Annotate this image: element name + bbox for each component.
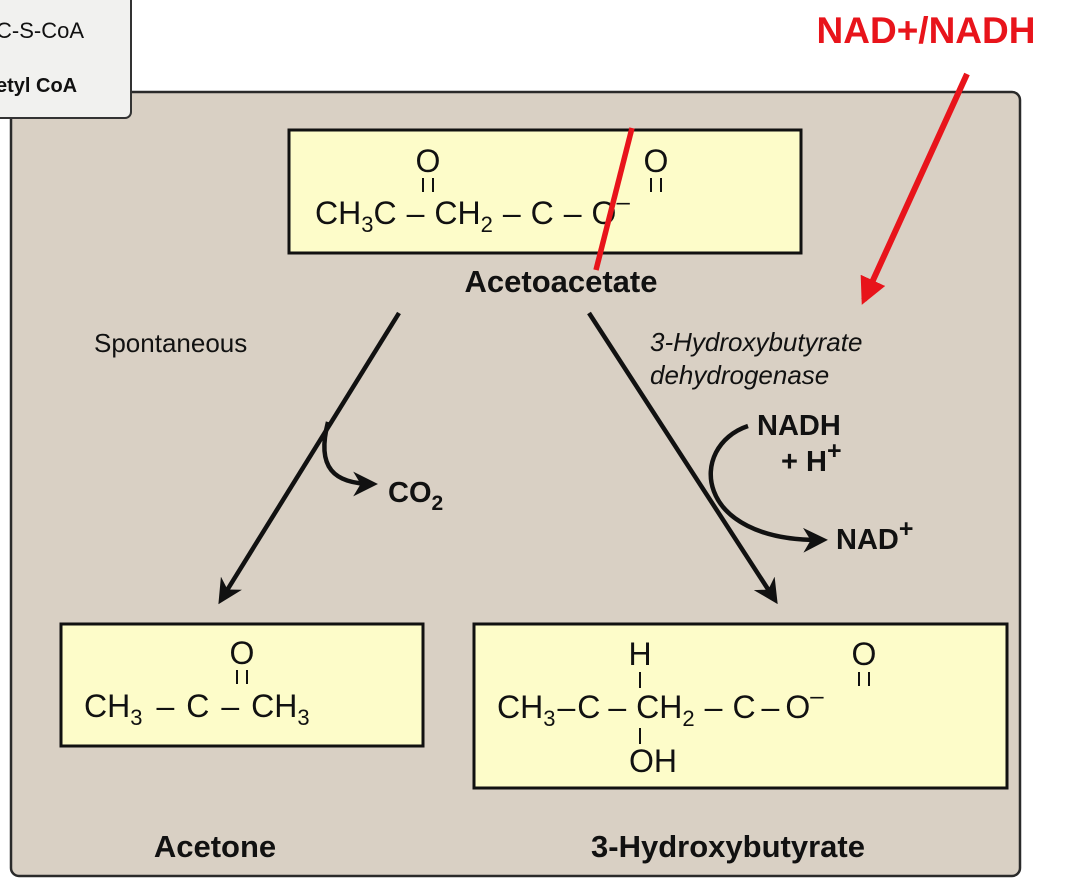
hydroxybutyrate-o: O — [852, 636, 877, 672]
acetyl-coa-box: C-S-CoA etyl CoA — [0, 0, 132, 119]
nad-nadh-annotation: NAD+/NADH — [817, 10, 1036, 51]
hydroxybutyrate-oh: OH — [629, 743, 677, 779]
co2-label: CO2 — [388, 477, 443, 515]
annotation-red-arrow — [860, 72, 970, 305]
enzyme-name-line1: 3-Hydroxybutyrate — [650, 327, 862, 357]
spontaneous-label: Spontaneous — [94, 328, 247, 358]
nadh-label: NADH — [757, 410, 841, 442]
nadh-to-nad-arrow — [708, 423, 828, 553]
acetoacetate-o-right: O — [644, 143, 669, 179]
hydroxybutyrate-h: H — [628, 636, 651, 672]
hydroxybutyrate-label: 3-Hydroxybutyrate — [591, 829, 865, 864]
acetoacetate-structure: O O CH3C–CH2–C–O– — [287, 128, 803, 255]
acetone-label: Acetone — [154, 829, 276, 864]
hydroxybutyrate-structure: H O CH3–C–CH2–C–O– OH — [472, 622, 1009, 790]
co2-release-arrow — [322, 421, 378, 497]
acetone-formula: CH3–C–CH3 — [84, 688, 310, 730]
hydroxybutyrate-formula: CH3–C–CH2–C–O– — [497, 683, 824, 731]
enzyme-name-line2: dehydrogenase — [650, 360, 829, 390]
nad-plus-label: NAD+ — [836, 515, 913, 556]
acetyl-coa-formula: C-S-CoA — [0, 18, 84, 43]
acetoacetate-formula: CH3C–CH2–C–O– — [315, 189, 630, 237]
proton-label: + H+ — [781, 437, 842, 478]
acetoacetate-label: Acetoacetate — [465, 264, 658, 299]
annotation-red-stroke — [593, 127, 635, 271]
arrow-to-hydroxybutyrate — [587, 311, 778, 605]
acetyl-coa-label: etyl CoA — [0, 75, 77, 97]
arrow-to-acetone — [218, 311, 401, 605]
acetone-o: O — [230, 635, 255, 671]
acetoacetate-o-left: O — [416, 143, 441, 179]
acetone-structure: O CH3–C–CH3 — [59, 622, 425, 748]
